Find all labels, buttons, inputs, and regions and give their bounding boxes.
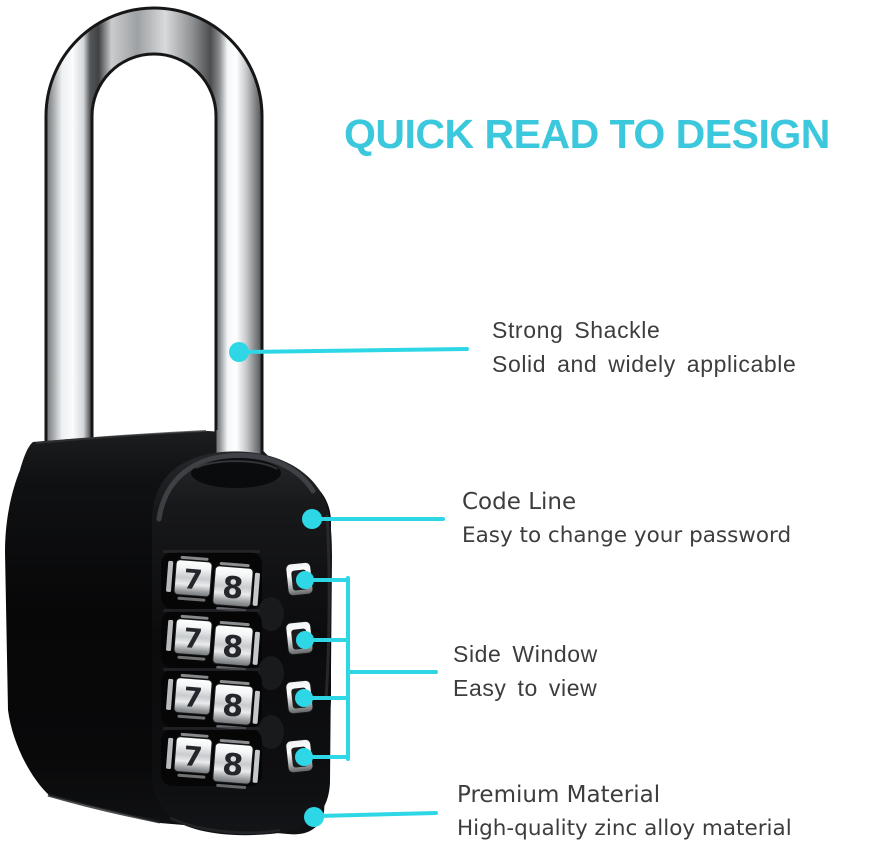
callout-line xyxy=(241,347,469,354)
shackle-collar xyxy=(191,458,281,488)
dial-digit: 7 xyxy=(182,682,203,714)
dial-digit: 8 xyxy=(221,688,245,725)
digit-wheel xyxy=(212,624,254,667)
callout-dot xyxy=(229,342,249,362)
dial-digit: 8 xyxy=(221,629,245,666)
dial-digit: 7 xyxy=(182,564,203,596)
callout-description: Easy to change your password xyxy=(462,523,792,548)
digit-wheel xyxy=(173,559,213,598)
callout-heading: Side Window xyxy=(453,641,598,667)
callout-graphics xyxy=(229,342,469,827)
callout-dot xyxy=(302,509,322,529)
digit-wheel xyxy=(173,677,213,716)
callout-description: Easy to view xyxy=(453,675,598,701)
callout-description: High-quality zinc alloy material xyxy=(457,816,792,841)
callout-premium-material: Premium Material High-quality zinc alloy… xyxy=(457,782,792,842)
callout-heading: Strong Shackle xyxy=(492,317,661,343)
digit-wheel xyxy=(212,683,254,726)
callout-heading: Premium Material xyxy=(457,782,661,808)
callout-dot xyxy=(295,689,313,707)
callout-side-window: Side Window Easy to view xyxy=(453,641,598,701)
callout-description: Solid and widely applicable xyxy=(492,351,797,377)
callout-dot xyxy=(295,748,313,766)
side-window-bracket xyxy=(304,576,438,761)
callout-strong-shackle: Strong Shackle Solid and widely applicab… xyxy=(492,317,796,377)
dial-digit: 7 xyxy=(182,741,203,773)
callout-dot xyxy=(296,631,314,649)
digit-wheel xyxy=(212,565,254,608)
callout-line xyxy=(316,811,438,818)
dial-digit: 8 xyxy=(221,570,245,607)
digit-wheel xyxy=(173,618,213,657)
shackle xyxy=(44,6,264,492)
callout-code-line: Code Line Easy to change your password xyxy=(462,489,791,549)
digit-wheel xyxy=(212,742,254,785)
callout-dot xyxy=(304,807,324,827)
callout-heading: Code Line xyxy=(462,489,577,515)
page-title: QUICK READ TO DESIGN xyxy=(344,111,830,157)
callout-dot xyxy=(296,571,314,589)
dial-digit: 8 xyxy=(221,747,245,784)
dial-digit: 7 xyxy=(182,623,203,655)
digit-wheel xyxy=(173,736,213,775)
